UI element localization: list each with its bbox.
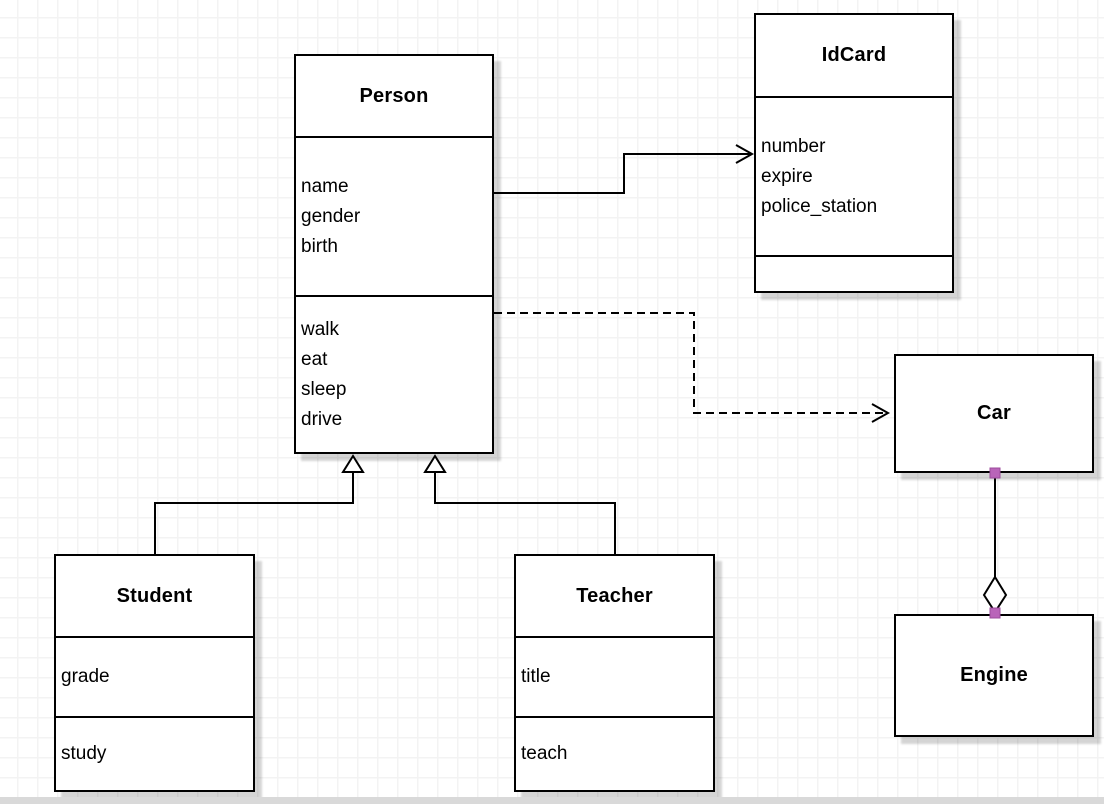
edge-line[interactable] [494,312,884,414]
open-arrowhead-icon [871,403,891,423]
attributes-compartment-person: name gender birth [296,136,492,295]
hollow-triangle-icon [423,454,447,473]
edge-generalization-student-person[interactable] [154,454,365,554]
class-title-idcard: IdCard [821,44,887,66]
edge-aggregation-car-engine[interactable] [982,467,1008,619]
class-box-engine[interactable]: Engine [894,614,1094,737]
edge-dependency-person-car[interactable] [494,312,891,423]
edge-line[interactable] [434,472,616,554]
class-title-car: Car [977,402,1011,424]
methods-compartment-teacher: teach [516,716,713,790]
class-title-teacher: Teacher [576,584,653,607]
class-box-idcard[interactable]: IdCard number expire police_station [754,13,954,293]
edge-generalization-teacher-person[interactable] [423,454,616,554]
class-box-car[interactable]: Car [894,354,1094,473]
window-bottom-edge [0,797,1104,804]
attributes-compartment-student: grade [56,636,253,716]
method: study [61,743,107,764]
method: sleep [301,378,347,400]
open-arrowhead-icon [735,144,755,164]
methods-compartment-person: walk eat sleep drive [296,295,492,452]
attribute: title [521,666,551,687]
attributes-compartment-idcard: number expire police_station [756,96,952,255]
method: eat [301,348,328,370]
class-box-person[interactable]: Person name gender birth walk eat sleep … [294,54,494,454]
methods-compartment-student: study [56,716,253,790]
method: drive [301,408,343,430]
attribute: grade [61,666,110,687]
edge-line[interactable] [154,472,354,554]
class-box-student[interactable]: Student grade study [54,554,255,792]
class-box-teacher[interactable]: Teacher title teach [514,554,715,792]
hollow-diamond-icon [982,575,1008,614]
class-title-engine: Engine [960,664,1028,686]
edge-association-person-idcard[interactable] [494,144,755,194]
attribute: expire [761,165,813,187]
attribute: number [761,135,826,157]
method: teach [521,743,568,764]
attribute: name [301,175,349,197]
method: walk [301,318,340,340]
attribute: gender [301,205,361,227]
methods-compartment-idcard [756,255,952,291]
class-title-student: Student [116,584,193,607]
hollow-triangle-icon [341,454,365,473]
edge-line[interactable] [494,153,750,194]
class-title-person: Person [359,84,429,107]
attribute: birth [301,235,338,257]
attributes-compartment-teacher: title [516,636,713,716]
attribute: police_station [761,195,878,217]
